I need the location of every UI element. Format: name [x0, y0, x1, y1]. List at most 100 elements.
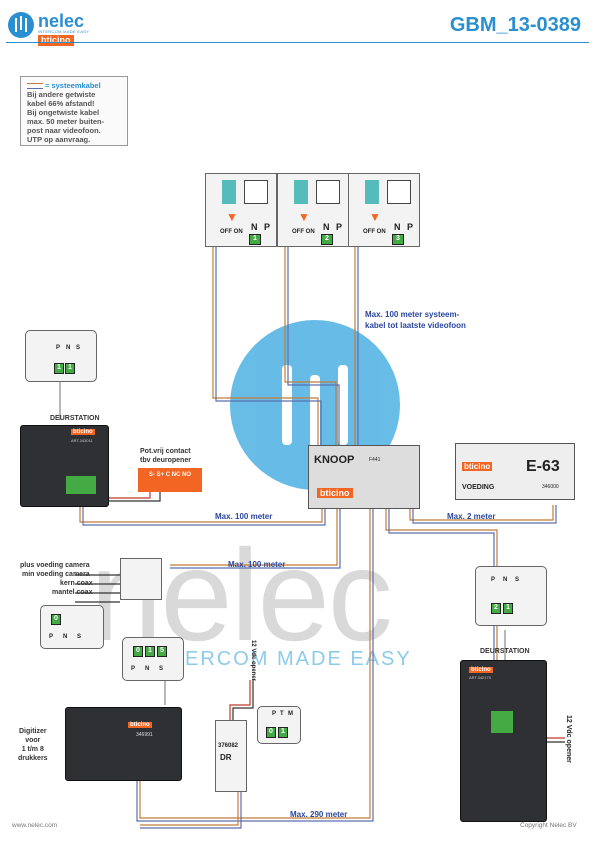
- off-on-switch: OFF ON: [220, 229, 243, 235]
- terminal-label: S: [76, 345, 81, 351]
- terminal-label: N: [66, 345, 71, 351]
- brand-badge: bticino: [71, 429, 95, 435]
- terminal-label: P: [49, 634, 54, 640]
- opener-left-label: 12 Vdc opener: [250, 640, 256, 682]
- arrow-down-icon: ▼: [369, 210, 381, 224]
- terminal-n: N: [251, 222, 258, 232]
- dip-switch: 1: [54, 363, 64, 374]
- off-on-switch: OFF ON: [363, 229, 386, 235]
- brand-tagline: INTERCOM MADE EASY: [38, 29, 90, 34]
- footer-copyright: Copyright Nelec BV: [520, 822, 577, 829]
- digitizer-line: 1 t/m 8: [21, 746, 44, 753]
- device-model: E-63: [526, 458, 560, 475]
- digitizer-line: drukkers: [18, 755, 48, 762]
- video-module: [120, 558, 162, 600]
- device-name: KNOOP: [314, 454, 355, 466]
- dip-switch: 3: [392, 234, 404, 245]
- brand-badge: bticino: [317, 488, 353, 498]
- brand-badge: bticino: [128, 722, 152, 728]
- video-module-zoom: 0 P N S: [40, 605, 104, 649]
- potvrij-label: Pot.vrij contact: [140, 448, 191, 455]
- monitor-icon: [387, 180, 411, 204]
- relay-contact-block: S- S+ C NC NO: [138, 468, 202, 492]
- deurstation-left-label: DEURSTATION: [50, 415, 100, 422]
- brand-badge: bticino: [462, 462, 493, 471]
- terminal-block-icon: [491, 711, 513, 733]
- cam-min-label: min voeding camera: [22, 571, 90, 578]
- mantel-coax-label: mantel coax: [52, 589, 93, 596]
- partner-logo: bticino: [38, 35, 74, 46]
- monitor-icon: [244, 180, 268, 204]
- arrow-down-icon: ▼: [298, 210, 310, 224]
- opener-right-label: 12 Vdc opener: [565, 715, 572, 763]
- door-station-left: bticino ART.343011: [20, 425, 109, 507]
- terminal-p: P: [407, 222, 414, 232]
- footer-website: www.nelec.com: [12, 822, 58, 829]
- cable-swatch-icon: [27, 83, 43, 90]
- contact-labels: S- S+ C NC NO: [148, 472, 192, 478]
- off-on-switch: OFF ON: [292, 229, 315, 235]
- dip-switch: 1: [503, 603, 513, 614]
- device-code: F441: [369, 457, 381, 463]
- arrow-down-icon: ▼: [226, 210, 238, 224]
- dip-switch: 0: [133, 646, 143, 657]
- header-divider: [6, 42, 589, 43]
- cable-legend: = systeemkabel Bij andere getwiste kabel…: [20, 76, 128, 146]
- terminal-label: S: [515, 577, 520, 583]
- dip-switch: 1: [278, 727, 288, 738]
- max100-label-b: Max. 100 meter: [228, 560, 286, 569]
- terminal-label: S: [77, 634, 82, 640]
- device-code: 346991: [136, 732, 153, 738]
- dip-switch: 2: [321, 234, 333, 245]
- device-code: 346000: [542, 484, 559, 490]
- terminal-label: M: [288, 711, 293, 717]
- legend-line: Bij ongetwiste kabel: [27, 108, 100, 117]
- art-number: ART.343011: [71, 438, 93, 443]
- terminal-label: N: [503, 577, 508, 583]
- legend-line: UTP op aanvraag.: [27, 135, 91, 144]
- brand-badge: bticino: [469, 667, 493, 673]
- videophone-1: ▼ OFF ON N P 1: [205, 173, 277, 247]
- brand-name: nelec: [38, 11, 85, 31]
- terminal-label: N: [63, 634, 68, 640]
- max100-system-label: Max. 100 meter systeem-: [365, 310, 460, 319]
- videophone-2: ▼ OFF ON N P 2: [277, 173, 349, 247]
- nelec-logo-icon: [8, 12, 34, 38]
- dip-switch: 0: [266, 727, 276, 738]
- dip-switch: 5: [157, 646, 167, 657]
- device-code: 376082: [218, 743, 239, 749]
- terminal-label: P: [56, 345, 61, 351]
- terminal-block-icon: [294, 180, 308, 204]
- dip-switch: 0: [51, 614, 61, 625]
- max100-system-label-2: kabel tot laatste videofoon: [365, 321, 466, 330]
- power-supply: bticino E-63 VOEDING 346000: [455, 443, 575, 500]
- digitizer-line: Digitizer: [18, 728, 47, 735]
- terminal-n: N: [323, 222, 330, 232]
- relay-device: 376082 DR: [215, 720, 247, 792]
- station-zoom-right: P N S 2 1: [475, 566, 547, 626]
- digitizer-device: bticino 346991: [65, 707, 182, 781]
- document-code: GBM_13-0389: [449, 14, 581, 36]
- device-model: DR: [220, 753, 232, 762]
- videophone-3: ▼ OFF ON N P 3: [348, 173, 420, 247]
- digitizer-line: voor: [25, 737, 41, 744]
- terminal-block-icon: [365, 180, 379, 204]
- knoop-device: KNOOP F441 bticino: [308, 445, 420, 509]
- dip-switch: 1: [145, 646, 155, 657]
- terminal-block-icon: [66, 476, 96, 494]
- legend-key: = systeemkabel: [45, 81, 101, 90]
- watermark-slogan: ERCOM MADE EASY: [185, 648, 412, 670]
- max100-label-a: Max. 100 meter: [215, 512, 273, 521]
- terminal-label: T: [280, 711, 284, 717]
- terminal-p: P: [336, 222, 343, 232]
- device-name: VOEDING: [462, 484, 495, 491]
- terminal-label: S: [159, 666, 164, 672]
- digitizer-zoom: 0 1 5 P N S: [122, 637, 184, 681]
- terminal-label: P: [491, 577, 496, 583]
- max2-label: Max. 2 meter: [447, 512, 496, 521]
- legend-line: max. 50 meter buiten-: [27, 117, 105, 126]
- dip-switch: 1: [249, 234, 261, 245]
- kern-coax-label: kern coax: [60, 580, 93, 587]
- max290-label: Max. 290 meter: [290, 810, 348, 819]
- legend-line: kabel 66% afstand!: [27, 99, 95, 108]
